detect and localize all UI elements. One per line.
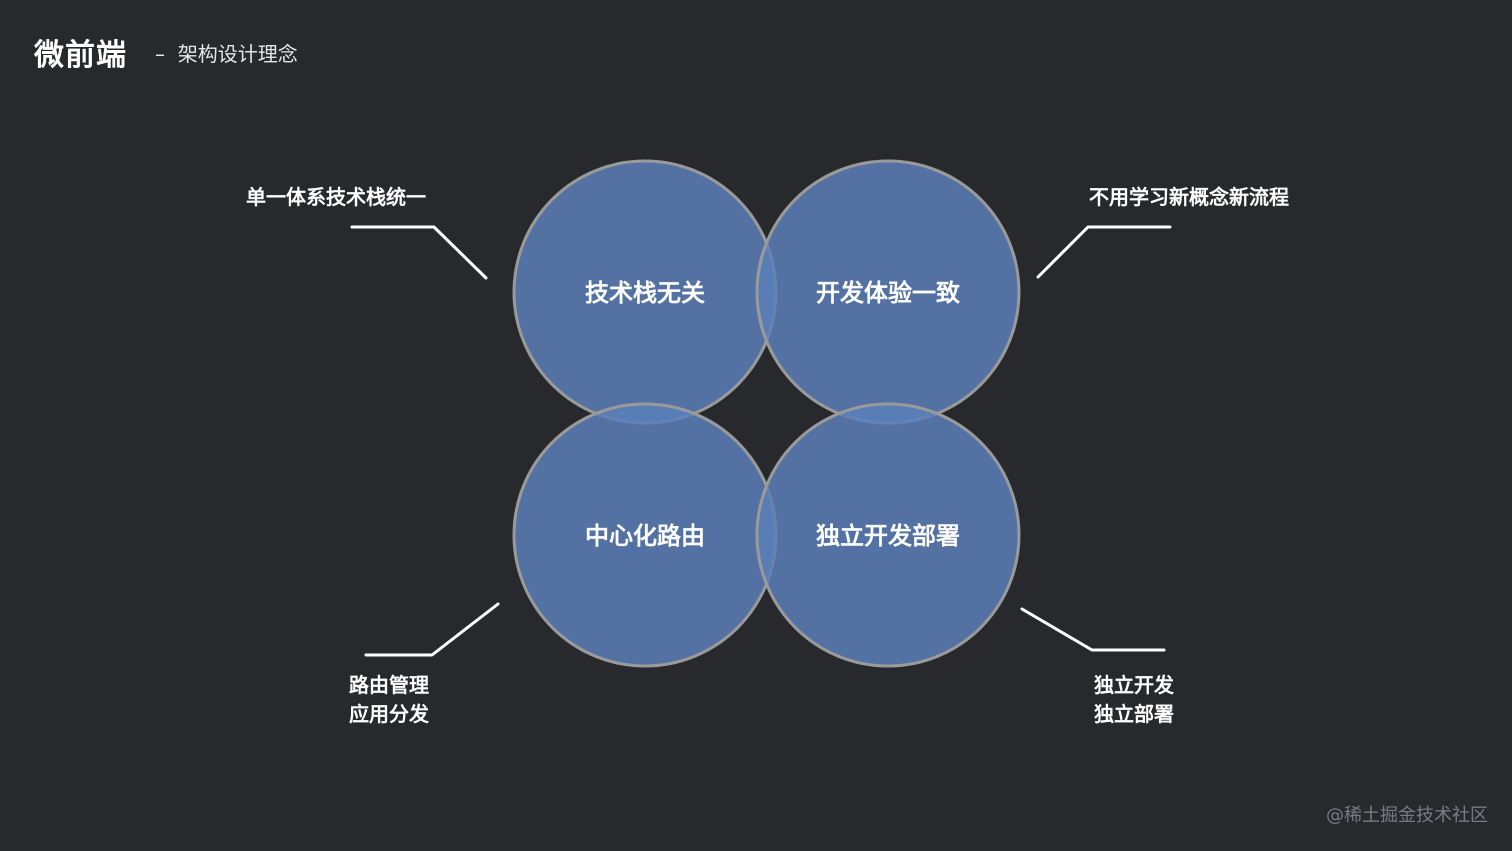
circle-label-dev-experience: 开发体验一致 <box>816 279 961 307</box>
note-top-left-line: 单一体系技术栈统一 <box>246 185 426 209</box>
connector-top-left <box>350 225 488 280</box>
circles-group <box>512 159 1021 668</box>
circle-deploy <box>755 402 1021 668</box>
connector-bottom-right <box>1020 607 1166 652</box>
watermark: @稀土掘金技术社区 <box>1326 805 1488 826</box>
connector-top-right <box>1036 225 1172 279</box>
page-subtitle: – 架构设计理念 <box>155 42 298 66</box>
note-bottom-left-line-1: 路由管理 <box>349 673 429 697</box>
note-top-right-line: 不用学习新概念新流程 <box>1089 185 1289 209</box>
note-bottom-right-line-1: 独立开发 <box>1094 673 1174 697</box>
note-bottom-left-line-2: 应用分发 <box>349 702 429 726</box>
page-title: 微前端 <box>34 38 127 73</box>
circle-label-tech-stack: 技术栈无关 <box>585 279 705 307</box>
circle-label-routing: 中心化路由 <box>585 522 705 550</box>
circle-label-deploy: 独立开发部署 <box>816 522 960 550</box>
note-top-right: 不用学习新概念新流程 <box>1089 183 1289 212</box>
note-bottom-right-line-2: 独立部署 <box>1094 702 1174 726</box>
note-top-left: 单一体系技术栈统一 <box>246 183 426 212</box>
note-bottom-left: 路由管理 应用分发 <box>349 671 429 729</box>
note-bottom-right: 独立开发 独立部署 <box>1094 671 1174 729</box>
connector-bottom-left <box>364 602 500 657</box>
